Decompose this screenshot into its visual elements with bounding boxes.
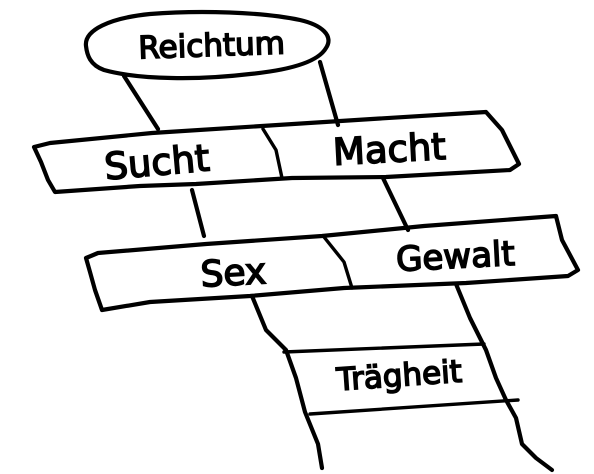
field-empty-upper [121, 59, 341, 132]
row-sex-gewalt: Sex Gewalt [83, 213, 581, 313]
field-sex-label: Sex [200, 251, 268, 295]
field-empty-middle [189, 175, 411, 239]
field-reichtum-label: Reichtum [138, 25, 286, 66]
field-empty-middle-outline [189, 175, 411, 239]
row-sex-gewalt-outline [83, 213, 581, 313]
row-sucht-macht: Sucht Macht [31, 109, 522, 195]
row-sex-gewalt-divider [322, 235, 354, 290]
field-reichtum: Reichtum [83, 9, 331, 81]
field-macht-label: Macht [332, 125, 447, 174]
column-lower: Trägheit [249, 281, 555, 473]
field-sucht-label: Sucht [103, 137, 212, 189]
field-empty-upper-outline [121, 59, 341, 132]
field-reichtum-outline [83, 9, 331, 81]
field-gewalt-label: Gewalt [395, 234, 516, 280]
field-traegheit-top-line [282, 342, 486, 354]
field-traegheit-bottom-line [308, 398, 520, 416]
field-traegheit-label: Trägheit [335, 354, 464, 399]
row-sucht-macht-outline [31, 109, 522, 195]
row-sucht-macht-divider [261, 127, 284, 180]
